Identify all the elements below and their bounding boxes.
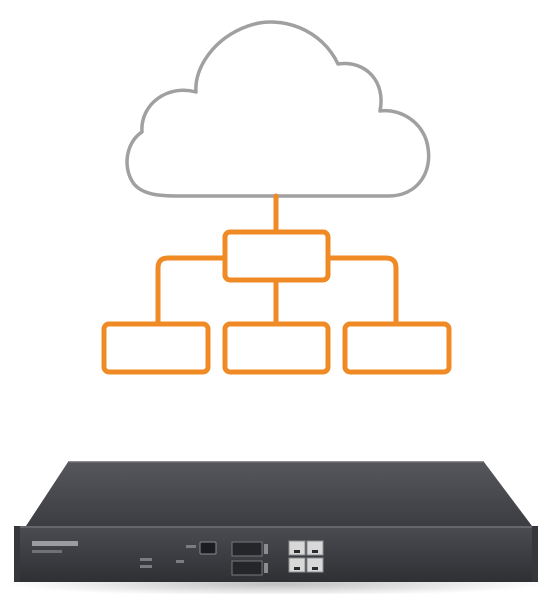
cloud-icon — [125, 20, 431, 198]
node-child-center — [222, 321, 331, 375]
network-appliance-icon — [6, 461, 546, 594]
node-child-left — [101, 321, 211, 375]
node-root — [222, 229, 331, 283]
sfp-port — [231, 560, 263, 576]
sfp-port — [231, 541, 263, 557]
hierarchy-diagram — [101, 193, 452, 375]
device-logo — [32, 541, 78, 546]
connector-root-to-left — [155, 255, 228, 327]
console-port — [199, 541, 217, 555]
node-child-right — [342, 321, 452, 375]
ethernet-ports — [288, 540, 324, 573]
connector-root-to-right — [325, 255, 399, 327]
